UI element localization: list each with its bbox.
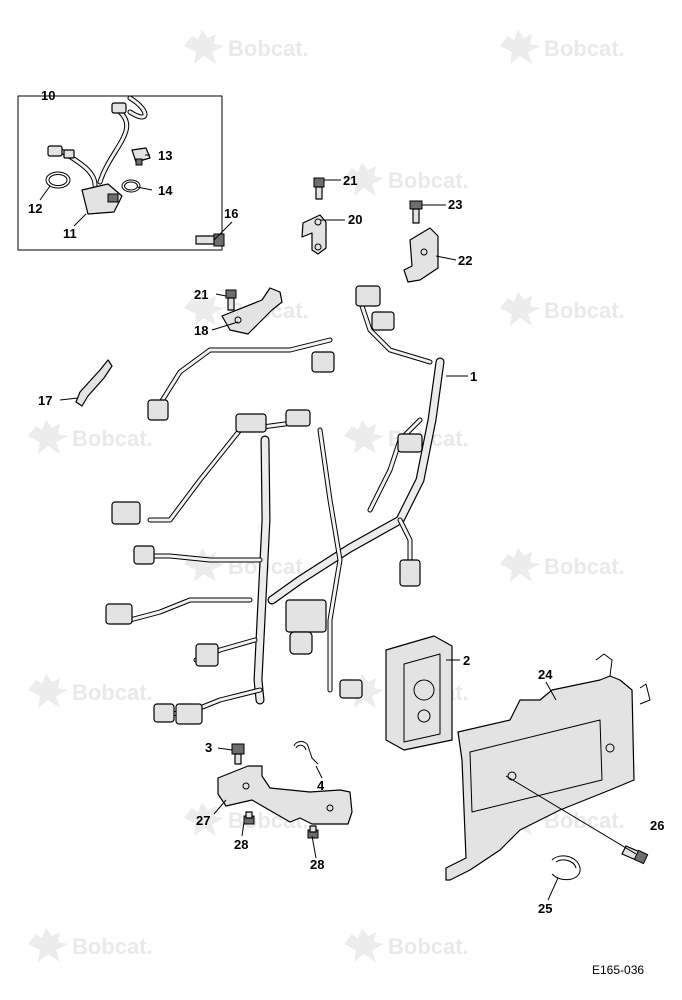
inset-box bbox=[17, 95, 223, 251]
watermark: Bobcat. bbox=[500, 30, 625, 64]
watermark-text: Bobcat. bbox=[228, 36, 309, 61]
part-bolt-23 bbox=[409, 200, 423, 224]
callout-22: 22 bbox=[458, 253, 472, 268]
watermark-layer: Bobcat. Bobcat. Bobcat. Bobcat. Bobcat. … bbox=[28, 30, 625, 962]
part-bracket-17 bbox=[75, 359, 113, 407]
callout-18: 18 bbox=[194, 323, 208, 338]
callout-1: 1 bbox=[470, 369, 477, 384]
callout-11: 11 bbox=[63, 226, 77, 241]
watermark-text: Bobcat. bbox=[388, 168, 469, 193]
watermark-text: Bobcat. bbox=[544, 36, 625, 61]
callout-21b: 21 bbox=[194, 287, 208, 302]
watermark-text: Bobcat. bbox=[72, 426, 153, 451]
callout-21a: 21 bbox=[343, 173, 357, 188]
watermark-text: Bobcat. bbox=[544, 554, 625, 579]
callout-4: 4 bbox=[317, 778, 325, 793]
part-bracket-27 bbox=[217, 765, 353, 825]
watermark: Bobcat. bbox=[344, 162, 469, 196]
part-oring-12 bbox=[45, 171, 71, 189]
part-bolt-16 bbox=[195, 233, 225, 247]
part-bracket-20 bbox=[301, 214, 327, 255]
watermark-text: Bobcat. bbox=[72, 934, 153, 959]
callout-20: 20 bbox=[348, 212, 362, 227]
part-bolt-28a bbox=[243, 811, 255, 825]
callout-12: 12 bbox=[28, 201, 42, 216]
watermark: Bobcat. bbox=[184, 30, 309, 64]
part-module-2 bbox=[385, 635, 453, 751]
callout-17: 17 bbox=[38, 393, 52, 408]
callout-10: 10 bbox=[41, 88, 55, 103]
part-sensor-harness bbox=[47, 95, 148, 215]
watermark-text: Bobcat. bbox=[388, 934, 469, 959]
callout-23: 23 bbox=[448, 197, 462, 212]
watermark: Bobcat. bbox=[184, 548, 309, 582]
watermark: Bobcat. bbox=[28, 674, 153, 708]
watermark: Bobcat. bbox=[500, 292, 625, 326]
part-bolt-26 bbox=[621, 845, 649, 865]
callout-16: 16 bbox=[224, 206, 238, 221]
callout-25: 25 bbox=[538, 901, 552, 916]
watermark-text: Bobcat. bbox=[544, 808, 625, 833]
part-bolt-21a bbox=[313, 177, 325, 200]
callout-28b: 28 bbox=[310, 857, 324, 872]
callout-27: 27 bbox=[196, 813, 210, 828]
part-main-harness bbox=[105, 285, 445, 725]
part-oring-14 bbox=[121, 179, 141, 193]
part-frame-24 bbox=[445, 653, 651, 881]
part-bolt-3 bbox=[231, 743, 245, 765]
part-clamp-4 bbox=[293, 741, 319, 765]
callout-26: 26 bbox=[650, 818, 664, 833]
watermark: Bobcat. bbox=[500, 802, 625, 836]
callout-3: 3 bbox=[205, 740, 212, 755]
watermark: Bobcat. bbox=[344, 928, 469, 962]
callout-24: 24 bbox=[538, 667, 553, 682]
figure-code: E165-036 bbox=[592, 963, 644, 977]
watermark-text: Bobcat. bbox=[544, 298, 625, 323]
callout-28a: 28 bbox=[234, 837, 248, 852]
callout-14: 14 bbox=[158, 183, 173, 198]
leader-lines bbox=[39, 154, 637, 901]
watermark: Bobcat. bbox=[28, 928, 153, 962]
callouts: 10 13 14 12 11 16 21 20 23 22 21 18 1 17… bbox=[28, 88, 664, 916]
part-bolt-21b bbox=[225, 289, 237, 311]
part-bolt-28b bbox=[307, 825, 319, 839]
watermark: Bobcat. bbox=[500, 548, 625, 582]
part-clamp-25 bbox=[551, 855, 581, 881]
callout-13: 13 bbox=[158, 148, 172, 163]
part-bracket-22 bbox=[403, 227, 439, 283]
callout-2: 2 bbox=[463, 653, 470, 668]
part-sensor-13 bbox=[131, 147, 151, 166]
watermark: Bobcat. bbox=[28, 420, 153, 454]
watermark-text: Bobcat. bbox=[72, 680, 153, 705]
